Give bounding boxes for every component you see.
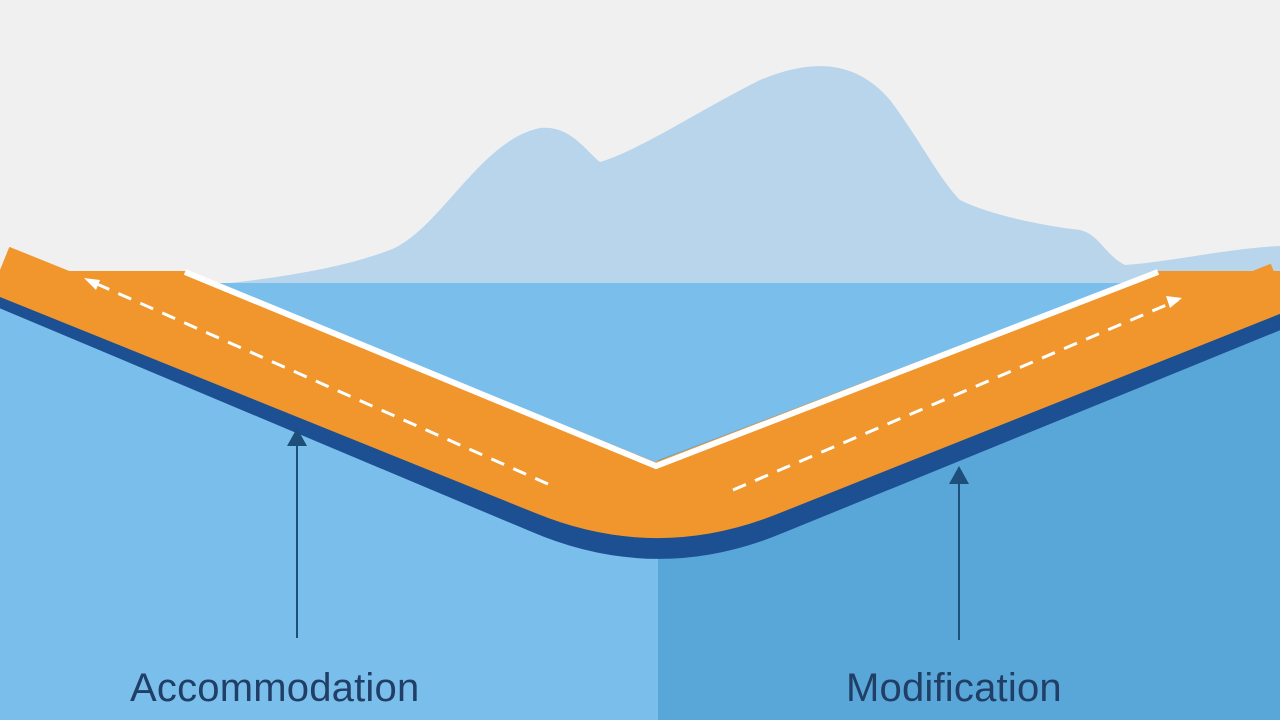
right-lane-arrowhead: [1166, 296, 1182, 308]
left-lane-dashes: [87, 278, 549, 486]
left-lane-arrowhead: [84, 278, 100, 290]
road-body: [0, 271, 1280, 522]
modification-label: Modification: [846, 666, 1062, 710]
upper-right-water: [658, 275, 1280, 460]
right-arrow-head: [949, 466, 969, 484]
mountain-shape: [230, 66, 1280, 290]
right-lane-dashes: [732, 298, 1179, 492]
left-arrow-head: [287, 428, 307, 446]
accommodation-label: Accommodation: [130, 666, 420, 710]
road-edge-line: [183, 269, 1160, 470]
